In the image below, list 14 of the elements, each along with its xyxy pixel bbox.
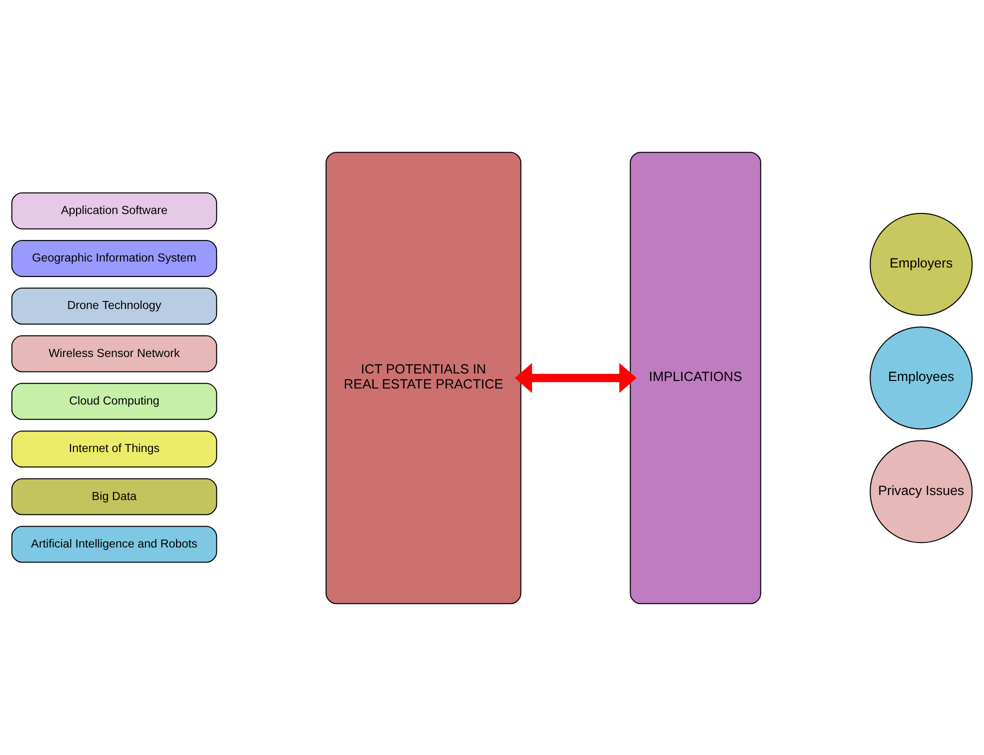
node-box: Internet of Things	[11, 430, 218, 468]
node-box: Application Software	[11, 192, 218, 229]
node-box: Big Data	[11, 478, 218, 515]
node-circle: Employees	[870, 326, 973, 429]
node-box: Drone Technology	[11, 287, 218, 324]
node-box: IMPLICATIONS	[630, 151, 762, 604]
node-box: ICT POTENTIALS IN REAL ESTATE PRACTICE	[326, 151, 522, 604]
node-circle: Employers	[870, 212, 973, 316]
arrow	[514, 362, 637, 393]
node-box: Cloud Computing	[11, 382, 218, 420]
node-circle: Privacy Issues	[870, 440, 973, 543]
node-box: Wireless Sensor Network	[11, 334, 218, 372]
node-box: Geographic Information System	[11, 240, 218, 276]
node-box: Artificial Intelligence and Robots	[11, 525, 218, 562]
